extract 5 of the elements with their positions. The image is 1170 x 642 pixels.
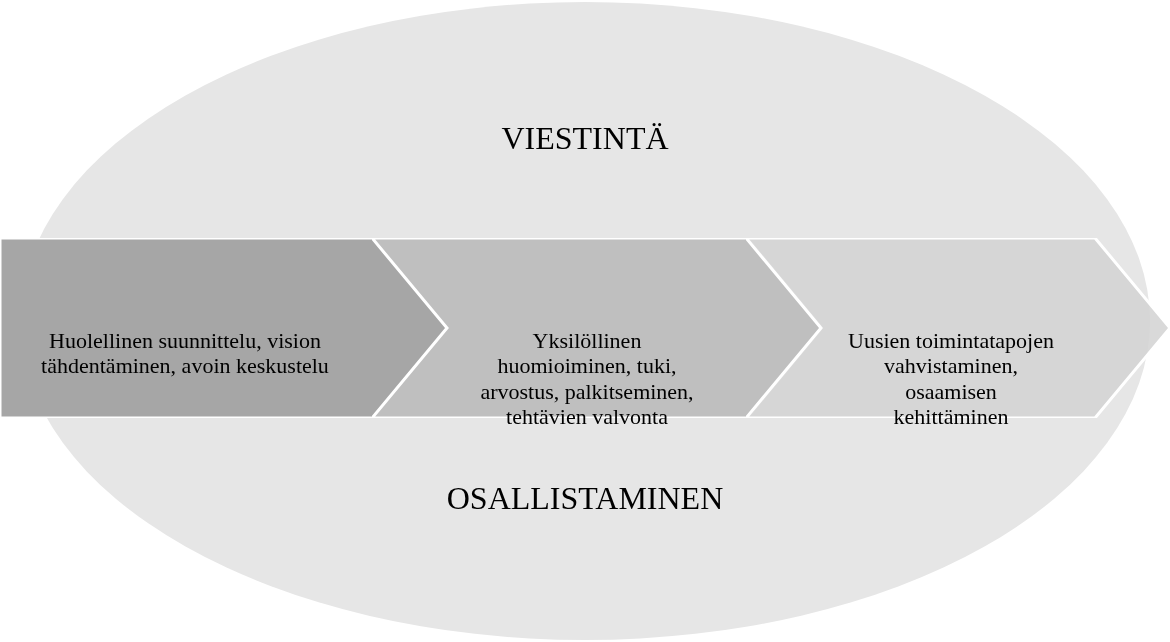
heading: OSALLISTAMINEN — [445, 480, 725, 517]
step-text: Uusien toimintatapojen vahvistaminen, osaamisen kehittäminen — [847, 328, 1055, 430]
step-text: Yksilöllinen huomioiminen, tuki, arvostus, palkitseminen, tehtävien valvonta — [479, 328, 695, 430]
heading: VIESTINTÄ — [500, 120, 670, 157]
step-text: Huolellinen suunnittelu, vision tähdentäminen, avoin keskustelu — [40, 328, 330, 379]
